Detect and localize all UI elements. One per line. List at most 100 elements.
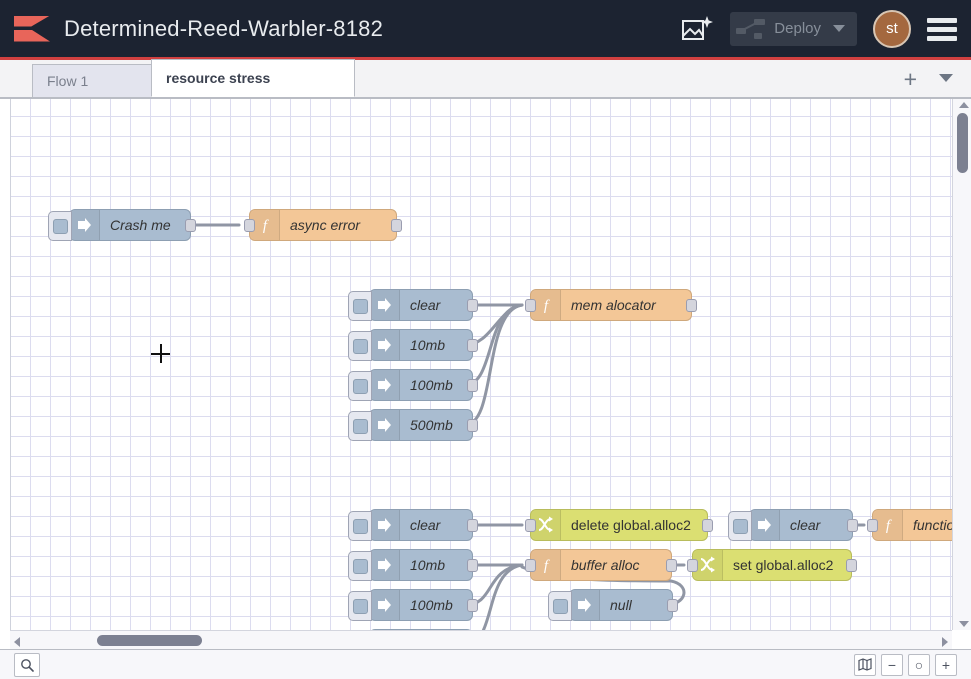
node-label: mem alocator [561, 297, 668, 313]
inject-trigger-button[interactable] [728, 511, 752, 541]
flow-canvas-viewport[interactable]: Crash me f async error clear [10, 99, 952, 630]
node-inject-clear-b[interactable]: clear [369, 509, 473, 541]
zoom-in-icon[interactable]: + [935, 654, 957, 676]
input-port[interactable] [525, 299, 536, 312]
node-inject-null[interactable]: null [569, 589, 673, 621]
inject-trigger-button[interactable] [348, 371, 372, 401]
tab-label: Flow 1 [47, 73, 88, 89]
node-label: buffer alloc [561, 557, 651, 573]
inject-arrow-icon [570, 590, 600, 620]
node-inject-10mb-b[interactable]: 10mb [369, 549, 473, 581]
node-label: async error [280, 217, 372, 233]
inject-arrow-icon [370, 290, 400, 320]
status-bar: − ○ + [0, 649, 971, 679]
output-port[interactable] [667, 599, 678, 612]
app-header: Determined-Reed-Warbler-8182 Deploy st [0, 0, 971, 60]
node-function-async-error[interactable]: f async error [249, 209, 397, 241]
tab-bar-actions: + [904, 68, 971, 97]
output-port[interactable] [467, 419, 478, 432]
node-label: Crash me [100, 217, 183, 233]
deploy-button[interactable]: Deploy [730, 12, 857, 46]
inject-trigger-button[interactable] [348, 291, 372, 321]
input-port[interactable] [525, 519, 536, 532]
output-port[interactable] [185, 219, 196, 232]
node-inject-100mb-b[interactable]: 100mb [369, 589, 473, 621]
zoom-reset-icon[interactable]: ○ [908, 654, 930, 676]
input-port[interactable] [687, 559, 698, 572]
scroll-up-arrow-icon[interactable] [959, 102, 969, 108]
add-flow-button[interactable]: + [904, 68, 917, 91]
hamburger-menu-icon[interactable] [927, 17, 957, 41]
node-inject-100mb-a[interactable]: 100mb [369, 369, 473, 401]
node-label: clear [400, 297, 452, 313]
deploy-label: Deploy [770, 20, 833, 37]
node-label: delete global.alloc2 [561, 517, 703, 533]
node-function-buffer-alloc[interactable]: f buffer alloc [530, 549, 672, 581]
inject-arrow-icon [370, 410, 400, 440]
horizontal-scrollbar[interactable] [10, 630, 952, 649]
inject-arrow-icon [750, 510, 780, 540]
node-change-delete-global-alloc2[interactable]: delete global.alloc2 [530, 509, 708, 541]
inject-trigger-button[interactable] [48, 211, 72, 241]
flow-canvas[interactable]: Crash me f async error clear [11, 99, 952, 630]
navigator-map-icon[interactable] [854, 654, 876, 676]
zoom-out-icon[interactable]: − [881, 654, 903, 676]
chevron-down-icon[interactable] [833, 25, 845, 32]
chevron-down-icon[interactable] [939, 74, 953, 82]
inject-arrow-icon [370, 590, 400, 620]
input-port[interactable] [867, 519, 878, 532]
output-port[interactable] [686, 299, 697, 312]
avatar[interactable]: st [873, 10, 911, 48]
output-port[interactable] [467, 559, 478, 572]
inject-trigger-button[interactable] [348, 551, 372, 581]
scroll-left-arrow-icon[interactable] [14, 637, 20, 647]
inject-arrow-icon [370, 330, 400, 360]
output-port[interactable] [467, 379, 478, 392]
inject-arrow-icon [370, 370, 400, 400]
output-port[interactable] [467, 299, 478, 312]
node-label: 10mb [400, 557, 457, 573]
vertical-scrollbar-thumb[interactable] [957, 113, 968, 173]
inject-arrow-icon [370, 550, 400, 580]
ai-image-sparkle-icon[interactable] [680, 13, 714, 45]
node-inject-clear-a[interactable]: clear [369, 289, 473, 321]
page-title: Determined-Reed-Warbler-8182 [64, 16, 383, 42]
scroll-down-arrow-icon[interactable] [959, 621, 969, 627]
vertical-scrollbar[interactable] [952, 99, 971, 630]
output-port[interactable] [391, 219, 402, 232]
node-inject-10mb-a[interactable]: 10mb [369, 329, 473, 361]
input-port[interactable] [525, 559, 536, 572]
input-port[interactable] [244, 219, 255, 232]
inject-trigger-button[interactable] [348, 331, 372, 361]
output-port[interactable] [702, 519, 713, 532]
output-port[interactable] [467, 339, 478, 352]
tab-resource-stress[interactable]: resource stress [151, 59, 355, 97]
search-input[interactable] [14, 653, 40, 677]
node-change-set-global-alloc2[interactable]: set global.alloc2 [692, 549, 852, 581]
tab-flow-1[interactable]: Flow 1 [32, 64, 152, 97]
output-port[interactable] [666, 559, 677, 572]
output-port[interactable] [467, 519, 478, 532]
tab-label: resource stress [166, 70, 270, 86]
inject-trigger-button[interactable] [348, 411, 372, 441]
scroll-right-arrow-icon[interactable] [942, 637, 948, 647]
header-actions: Deploy st [680, 10, 971, 48]
node-function-function[interactable]: f function [872, 509, 952, 541]
node-label: set global.alloc2 [723, 557, 845, 573]
horizontal-scrollbar-thumb[interactable] [97, 635, 202, 646]
node-label: 10mb [400, 337, 457, 353]
svg-text:f: f [885, 518, 891, 534]
node-inject-clear-c[interactable]: clear [749, 509, 853, 541]
node-inject-crash-me[interactable]: Crash me [69, 209, 191, 241]
output-port[interactable] [846, 559, 857, 572]
node-label: 100mb [400, 377, 465, 393]
flow-workspace: Crash me f async error clear [0, 98, 971, 649]
node-inject-500mb-a[interactable]: 500mb [369, 409, 473, 441]
output-port[interactable] [467, 599, 478, 612]
output-port[interactable] [847, 519, 858, 532]
node-function-mem-alocator[interactable]: f mem alocator [530, 289, 692, 321]
inject-arrow-icon [370, 510, 400, 540]
inject-trigger-button[interactable] [348, 511, 372, 541]
inject-trigger-button[interactable] [348, 591, 372, 621]
inject-trigger-button[interactable] [548, 591, 572, 621]
